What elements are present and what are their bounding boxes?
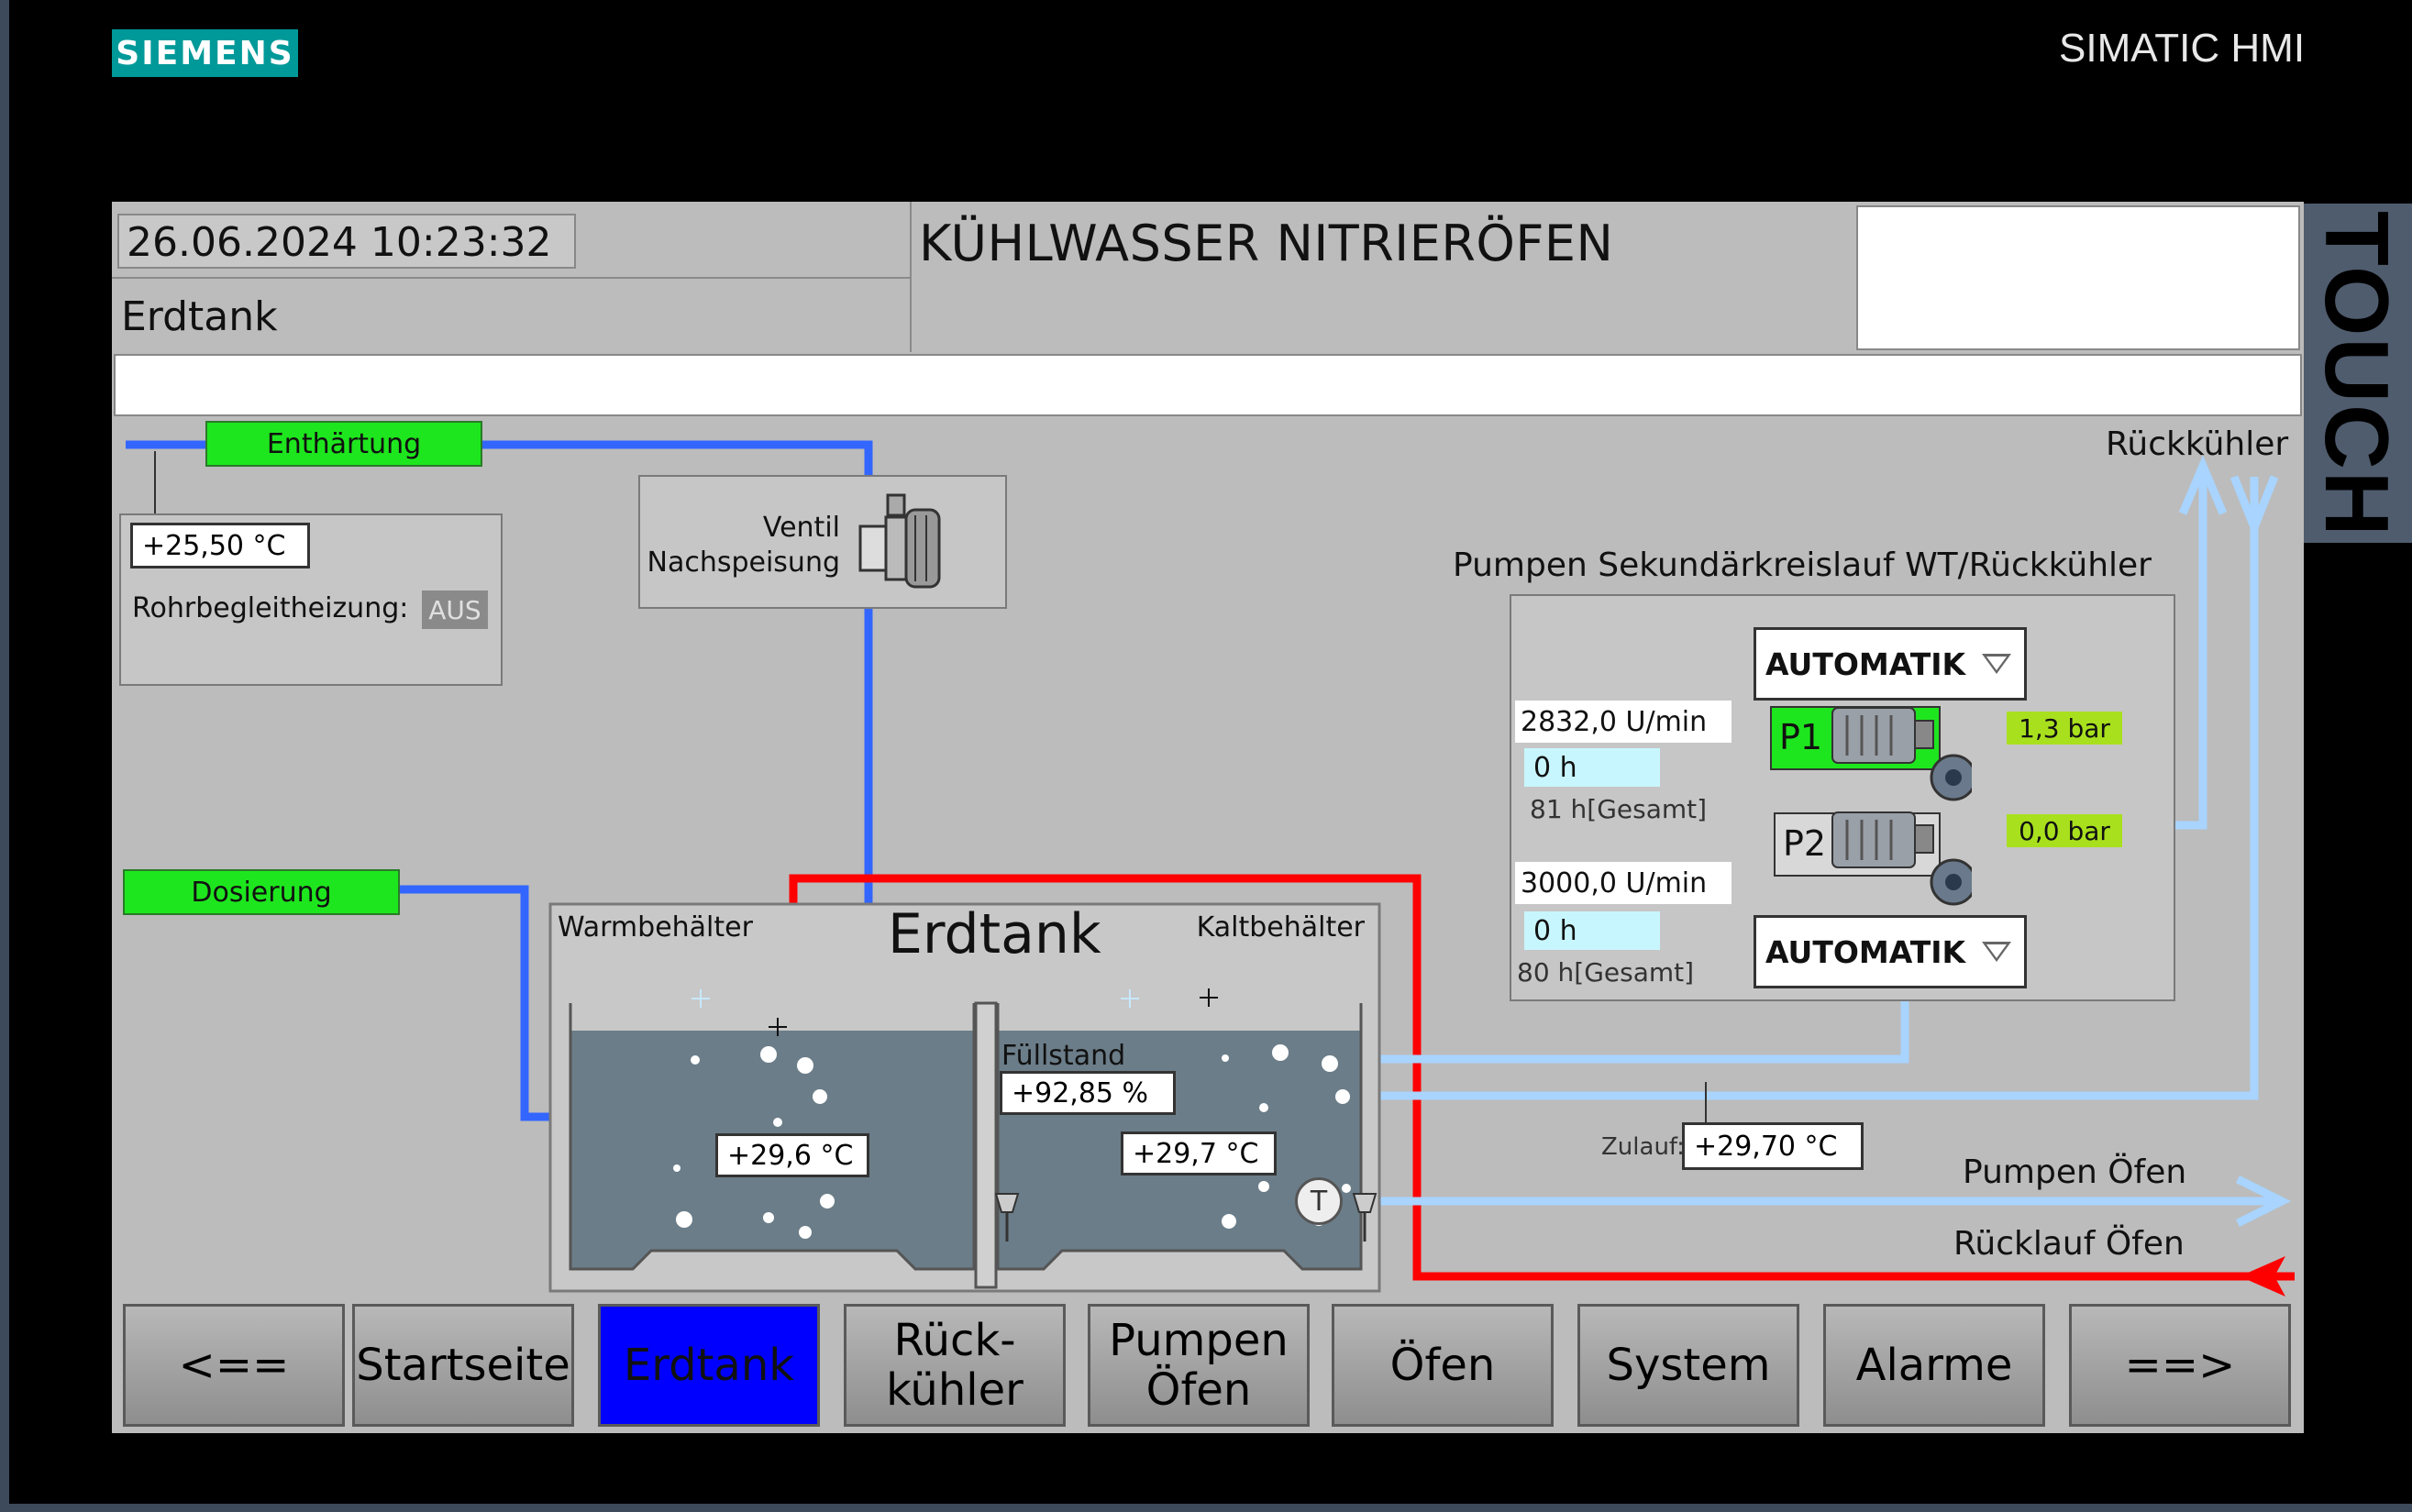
rueckkuehler-label: Rückkühler <box>2106 425 2289 463</box>
chevron-down-icon <box>1982 654 2011 674</box>
p1-label: P1 <box>1779 717 1823 757</box>
bezel-left <box>0 0 9 1512</box>
nav-oefen-button[interactable]: Öfen <box>1332 1304 1554 1427</box>
erdtank-tank: Warmbehälter Kaltbehälter Erdtank Füllst… <box>548 902 1383 1433</box>
p1-total-hours: 81 h[Gesamt] <box>1530 794 1708 824</box>
page-title: KÜHLWASSER NITRIERÖFEN <box>919 215 1614 272</box>
level-label: Füllstand <box>1001 1040 1126 1072</box>
p2-pressure-value: 0,0 bar <box>2007 814 2122 847</box>
pipe-temp-value: +25,50 °C <box>130 523 310 568</box>
p2-mode-value: AUTOMATIK <box>1765 933 1966 970</box>
heating-panel: +25,50 °C Rohrbegleitheizung: AUS <box>119 513 503 686</box>
ruecklauf-oefen-label: Rücklauf Öfen <box>1953 1225 2185 1263</box>
p2-mode-dropdown[interactable]: AUTOMATIK <box>1754 915 2027 988</box>
alarm-bar[interactable] <box>114 354 2302 416</box>
nav-rueckkuehler-line1: Rück- <box>893 1315 1016 1366</box>
heating-state-badge[interactable]: AUS <box>422 590 488 629</box>
p2-motor-icon <box>1831 811 1972 906</box>
chevron-down-icon <box>1982 942 2011 962</box>
nav-system-button[interactable]: System <box>1577 1304 1799 1427</box>
warm-tank-label: Warmbehälter <box>558 911 753 944</box>
heating-label: Rohrbegleitheizung: <box>132 592 409 624</box>
pumps-title: Pumpen Sekundärkreislauf WT/Rückkühler <box>1453 546 2152 584</box>
probe-icon <box>994 1193 1377 1242</box>
arrow-ruecklauf <box>2240 1256 2285 1297</box>
valve-label-line2: Nachspeisung <box>647 546 841 579</box>
nav-startseite-button[interactable]: Startseite <box>352 1304 574 1427</box>
dosierung-button[interactable]: Dosierung <box>123 869 400 915</box>
touch-text: TOUCH <box>2307 211 2407 538</box>
simatic-hmi-label: SIMATIC HMI <box>2059 26 2306 71</box>
nav-pumpen-line2: Öfen <box>1145 1364 1252 1416</box>
touch-side-label: TOUCH <box>2302 204 2412 543</box>
valve-label-line1: Ventil <box>762 512 840 544</box>
p1-motor-icon <box>1831 707 1972 801</box>
level-value: +92,85 % <box>1000 1071 1176 1115</box>
nav-pumpen-oefen-button[interactable]: Pumpen Öfen <box>1088 1304 1310 1427</box>
enthaertung-button[interactable]: Enthärtung <box>205 421 482 467</box>
nav-alarme-button[interactable]: Alarme <box>1823 1304 2045 1427</box>
nav-erdtank-button[interactable]: Erdtank <box>598 1304 820 1427</box>
nav-rueckkuehler-line2: kühler <box>886 1364 1023 1416</box>
nav-back-button[interactable]: <== <box>123 1304 345 1427</box>
warm-temp-value: +29,6 °C <box>715 1133 869 1177</box>
arrowhead-up <box>2178 455 2228 515</box>
tank-title: Erdtank <box>888 902 1101 966</box>
cold-tank-label: Kaltbehälter <box>1196 911 1365 944</box>
p1-mode-value: AUTOMATIK <box>1765 646 1966 682</box>
pipe-rueckkuehler-return <box>1352 477 2259 1100</box>
nav-forward-button[interactable]: ==> <box>2069 1304 2291 1427</box>
header-divider <box>910 202 912 352</box>
zulauf-label: Zulauf: <box>1601 1133 1685 1161</box>
p1-pressure-value: 1,3 bar <box>2007 712 2122 745</box>
arrowhead-right <box>2235 1175 2292 1228</box>
p2-label: P2 <box>1783 823 1827 864</box>
p2-speed-value: 3000,0 U/min <box>1515 862 1732 904</box>
siemens-logo: SIEMENS <box>112 29 298 77</box>
screen-name: Erdtank <box>121 293 278 340</box>
nav-rueckkuehler-button[interactable]: Rück- kühler <box>844 1304 1066 1427</box>
cold-temp-value: +29,7 °C <box>1121 1131 1277 1175</box>
zulauf-temp-value: +29,70 °C <box>1682 1122 1864 1170</box>
bezel-bottom <box>0 1504 2412 1512</box>
p1-mode-dropdown[interactable]: AUTOMATIK <box>1754 627 2027 701</box>
header-info-box <box>1856 205 2300 350</box>
p1-hours-value: 0 h <box>1524 748 1660 787</box>
hmi-screen: 26.06.2024 10:23:32 Erdtank KÜHLWASSER N… <box>112 202 2304 1433</box>
valve-icon <box>858 493 941 589</box>
pipe-pump-suction <box>1352 984 1909 1064</box>
datetime-field: 26.06.2024 10:23:32 <box>117 214 576 269</box>
p1-speed-value: 2832,0 U/min <box>1515 701 1732 743</box>
arrowhead-down <box>2229 475 2279 539</box>
temp-sensor-icon: T <box>1295 1177 1343 1225</box>
p2-total-hours: 80 h[Gesamt] <box>1517 957 1695 988</box>
nav-pumpen-line1: Pumpen <box>1109 1315 1289 1366</box>
p2-hours-value: 0 h <box>1524 911 1660 950</box>
tank-graphic <box>548 902 1381 1293</box>
pumps-panel: AUTOMATIK 2832,0 U/min 0 h 81 h[Gesamt] … <box>1510 594 2175 1001</box>
header-divider <box>112 277 910 279</box>
pumpen-oefen-label: Pumpen Öfen <box>1963 1153 2187 1191</box>
valve-panel[interactable]: Ventil Nachspeisung <box>638 475 1007 609</box>
